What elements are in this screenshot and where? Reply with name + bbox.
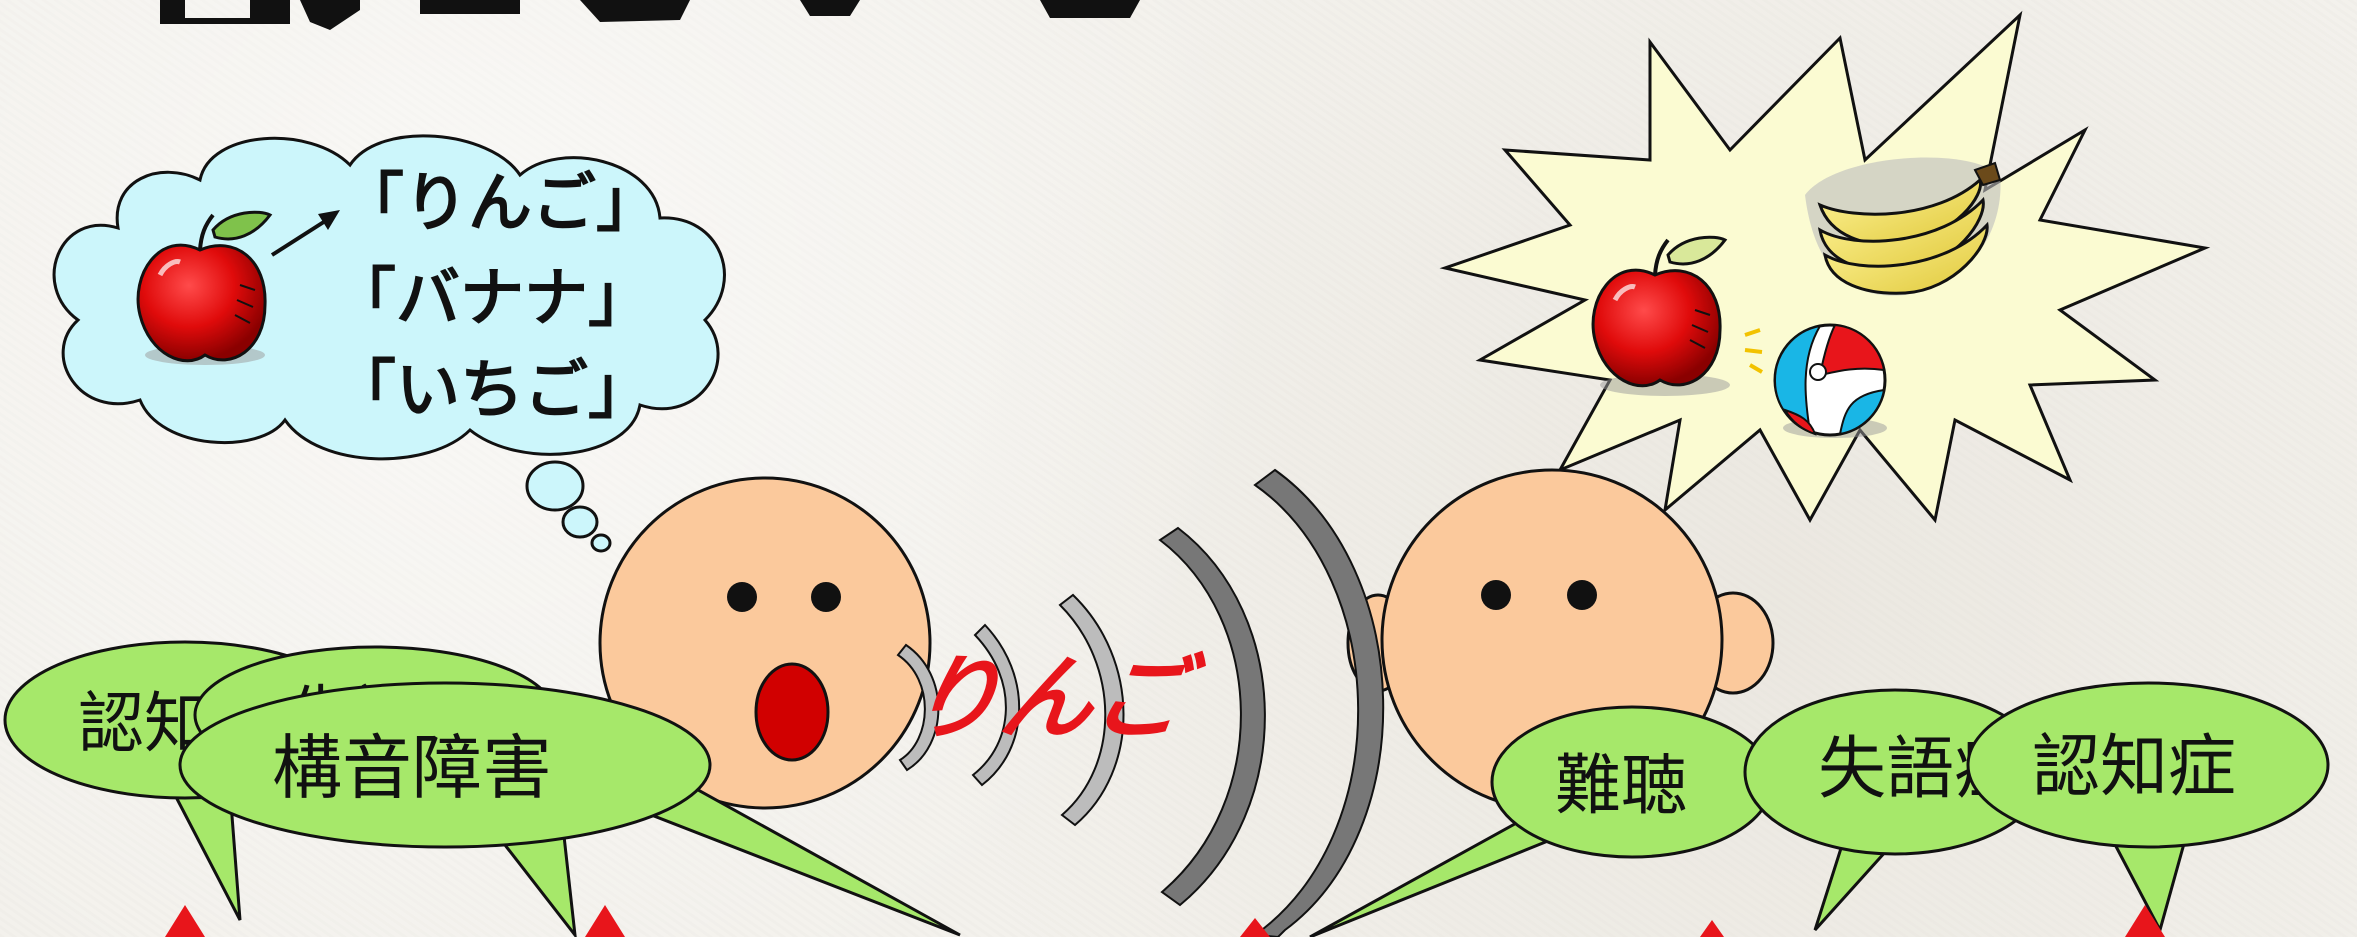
arrow-icon (270, 210, 340, 257)
thought-cloud (52, 134, 726, 553)
listener-bubble-aphasia: 失語症 (1743, 688, 2047, 932)
svg-text:認知症: 認知症 (2032, 728, 2236, 807)
eye-right (811, 582, 841, 612)
banana-icon (1805, 157, 2002, 296)
apple-icon (1591, 235, 1730, 396)
speaker-bubble-dysarthria: 構音障害 (178, 681, 961, 937)
eye-right (1567, 580, 1597, 610)
speaker-face (598, 476, 932, 810)
beach-ball-icon (1773, 323, 1887, 438)
svg-text:構音障害: 構音障害 (272, 727, 552, 809)
idea-burst (1439, 10, 2211, 524)
mouth-icon (754, 662, 830, 762)
listener-bubble-hearing-loss: 難聴 (1309, 705, 1774, 937)
eye-left (727, 582, 757, 612)
sparkle-icon (1744, 328, 1764, 374)
svg-text:難聴: 難聴 (1555, 747, 1687, 824)
thought-word-strawberry: 「いちご」 (332, 354, 652, 428)
eye-left (1481, 580, 1511, 610)
title-remnant (160, 0, 1140, 30)
listener-bubble-dementia: 認知症 (1966, 681, 2330, 935)
apple-icon (136, 210, 273, 365)
sound-waves (896, 468, 1385, 937)
barrier-marks (165, 905, 2165, 937)
spoken-word: りんご (902, 644, 1210, 751)
thought-word-apple: 「りんご」 (340, 167, 660, 241)
thought-word-banana: 「バナナ」 (332, 262, 652, 336)
